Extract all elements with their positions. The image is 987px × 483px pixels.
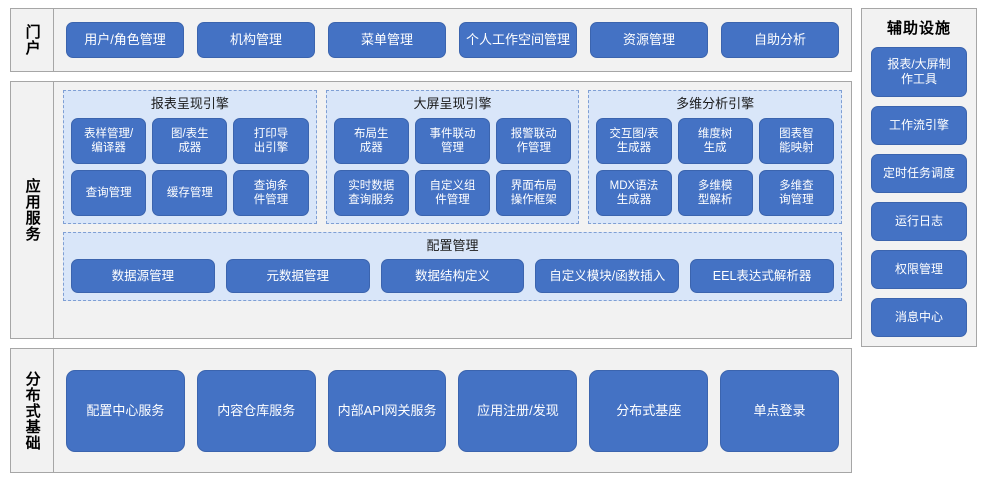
config-management-row: 数据源管理 元数据管理 数据结构定义 自定义模块/函数插入 EEL表达式解析器 <box>71 259 834 294</box>
distributed-button-config-center[interactable]: 配置中心服务 <box>66 369 185 452</box>
portal-button-org[interactable]: 机构管理 <box>197 22 315 58</box>
bigscreen-engine-button-custom-component[interactable]: 自定义组 件管理 <box>414 169 491 216</box>
portal-section: 门户 用户/角色管理 机构管理 菜单管理 个人工作空间管理 资源管理 自助分析 <box>10 8 852 72</box>
config-button-datasource[interactable]: 数据源管理 <box>71 259 215 294</box>
bigscreen-engine-button-ui-layout-framework[interactable]: 界面布局 操作框架 <box>496 169 572 216</box>
auxiliary-facilities-title: 辅助设施 <box>886 20 951 37</box>
config-button-data-structure[interactable]: 数据结构定义 <box>380 259 525 294</box>
bigscreen-engine-title: 大屏呈现引擎 <box>413 96 492 111</box>
portal-section-label: 门户 <box>11 9 54 71</box>
bigscreen-engine-panel: 大屏呈现引擎 布局生 成器 事件联动 管理 报警联动 作管理 实时数据 查询服务… <box>325 90 580 224</box>
multidim-engine-button-dimension-tree[interactable]: 维度树 生成 <box>677 117 753 164</box>
portal-button-user-role[interactable]: 用户/角色管理 <box>66 22 184 58</box>
distributed-button-sso[interactable]: 单点登录 <box>720 369 839 452</box>
bigscreen-engine-button-alarm-action[interactable]: 报警联动 作管理 <box>496 117 572 164</box>
multidim-engine-button-smart-mapping[interactable]: 图表智 能映射 <box>758 117 835 164</box>
auxiliary-facilities-section: 辅助设施 报表/大屏制 作工具 工作流引擎 定时任务调度 运行日志 权限管理 消… <box>861 8 977 347</box>
distributed-button-api-gateway[interactable]: 内部API网关服务 <box>327 369 447 452</box>
report-engine-button-cache-manage[interactable]: 缓存管理 <box>152 169 228 216</box>
multidim-engine-button-mdx-generator[interactable]: MDX语法 生成器 <box>596 169 672 216</box>
portal-button-resource[interactable]: 资源管理 <box>590 22 708 58</box>
main-column: 门户 用户/角色管理 机构管理 菜单管理 个人工作空间管理 资源管理 自助分析 … <box>10 8 852 473</box>
distributed-foundation-section: 分布式基础 配置中心服务 内容仓库服务 内部API网关服务 应用注册/发现 分布… <box>10 348 852 473</box>
config-button-eel-parser[interactable]: EEL表达式解析器 <box>690 259 834 294</box>
config-management-title: 配置管理 <box>426 237 479 253</box>
portal-button-self-analysis[interactable]: 自助分析 <box>721 22 839 58</box>
distributed-button-base[interactable]: 分布式基座 <box>589 369 709 452</box>
config-button-custom-module[interactable]: 自定义模块/函数插入 <box>535 259 680 294</box>
portal-button-menu[interactable]: 菜单管理 <box>328 22 446 58</box>
multidim-engine-panel: 多维分析引擎 交互图/表 生成器 维度树 生成 图表智 能映射 MDX语法 生成… <box>588 90 843 224</box>
distributed-button-content-repo[interactable]: 内容仓库服务 <box>196 369 316 452</box>
aux-button-message-center[interactable]: 消息中心 <box>871 298 967 338</box>
portal-button-row: 用户/角色管理 机构管理 菜单管理 个人工作空间管理 资源管理 自助分析 <box>54 9 851 71</box>
report-engine-button-template-manager[interactable]: 表样管理/ 编译器 <box>71 117 147 164</box>
application-services-section-label: 应用服务 <box>11 82 54 338</box>
bigscreen-engine-button-layout-generator[interactable]: 布局生 成器 <box>333 117 409 164</box>
report-engine-panel: 报表呈现引擎 表样管理/ 编译器 图/表生 成器 打印导 出引擎 查询管理 缓存… <box>63 90 317 224</box>
application-services-body: 报表呈现引擎 表样管理/ 编译器 图/表生 成器 打印导 出引擎 查询管理 缓存… <box>54 82 851 338</box>
bigscreen-engine-grid: 布局生 成器 事件联动 管理 报警联动 作管理 实时数据 查询服务 自定义组 件… <box>333 117 572 216</box>
report-engine-button-chart-generator[interactable]: 图/表生 成器 <box>152 117 228 164</box>
portal-button-workspace[interactable]: 个人工作空间管理 <box>459 22 577 58</box>
config-button-metadata[interactable]: 元数据管理 <box>225 259 370 294</box>
multidim-engine-title: 多维分析引擎 <box>676 96 755 111</box>
aux-button-runtime-log[interactable]: 运行日志 <box>871 201 967 241</box>
auxiliary-facilities-list: 报表/大屏制 作工具 工作流引擎 定时任务调度 运行日志 权限管理 消息中心 <box>871 47 967 338</box>
multidim-engine-button-query-manage[interactable]: 多维查 询管理 <box>758 169 835 216</box>
distributed-foundation-row: 配置中心服务 内容仓库服务 内部API网关服务 应用注册/发现 分布式基座 单点… <box>54 349 851 472</box>
aux-button-workflow-engine[interactable]: 工作流引擎 <box>871 105 967 145</box>
application-services-section: 应用服务 报表呈现引擎 表样管理/ 编译器 图/表生 成器 打印导 出引擎 查询… <box>10 81 852 339</box>
aux-button-permission-manage[interactable]: 权限管理 <box>871 249 967 289</box>
aux-button-task-scheduler[interactable]: 定时任务调度 <box>871 153 967 193</box>
report-engine-button-print-export[interactable]: 打印导 出引擎 <box>233 117 309 164</box>
engines-row: 报表呈现引擎 表样管理/ 编译器 图/表生 成器 打印导 出引擎 查询管理 缓存… <box>63 90 843 224</box>
bigscreen-engine-button-event-linkage[interactable]: 事件联动 管理 <box>414 117 491 164</box>
multidim-engine-button-interactive-chart[interactable]: 交互图/表 生成器 <box>596 117 672 164</box>
distributed-button-app-registry[interactable]: 应用注册/发现 <box>458 369 578 452</box>
config-management-panel: 配置管理 数据源管理 元数据管理 数据结构定义 自定义模块/函数插入 EEL表达… <box>63 231 842 302</box>
report-engine-title: 报表呈现引擎 <box>150 96 229 111</box>
aux-button-report-designer[interactable]: 报表/大屏制 作工具 <box>871 47 967 97</box>
report-engine-grid: 表样管理/ 编译器 图/表生 成器 打印导 出引擎 查询管理 缓存管理 查询条 … <box>71 117 309 216</box>
bigscreen-engine-button-realtime-query[interactable]: 实时数据 查询服务 <box>333 169 409 216</box>
multidim-engine-grid: 交互图/表 生成器 维度树 生成 图表智 能映射 MDX语法 生成器 多维模 型… <box>596 117 835 216</box>
multidim-engine-button-model-parser[interactable]: 多维模 型解析 <box>677 169 753 216</box>
report-engine-button-query-condition[interactable]: 查询条 件管理 <box>233 169 309 216</box>
report-engine-button-query-manage[interactable]: 查询管理 <box>71 169 147 216</box>
distributed-foundation-section-label: 分布式基础 <box>11 349 54 472</box>
